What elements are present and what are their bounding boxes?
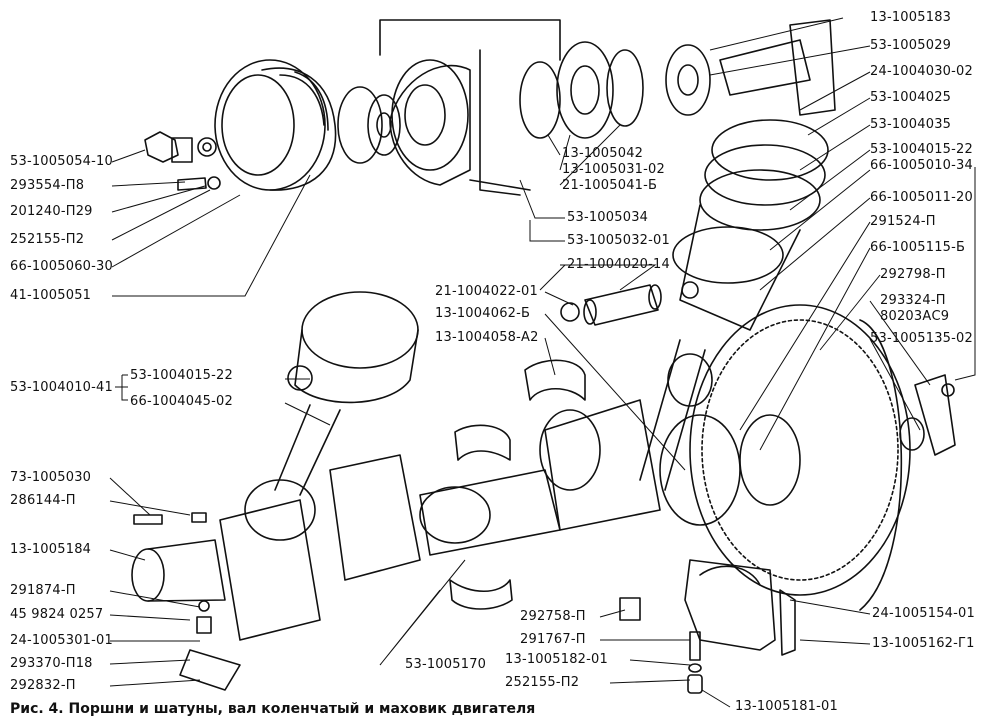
ratchet-nut: [144, 131, 221, 191]
front-oil-seal: [391, 59, 469, 171]
label-252155-p2-bottom: 252155-П2: [505, 675, 580, 690]
bearing-shell-upper: [524, 359, 586, 401]
leader-lines: [109, 17, 976, 708]
label-13-1005183: 13-1005183: [870, 10, 952, 25]
piston-upper: [672, 119, 829, 331]
label-53-1005029: 53-1005029: [870, 38, 952, 53]
label-13-1005031-02: 13-1005031-02: [562, 162, 665, 177]
label-53-1004035: 53-1004035: [870, 117, 952, 132]
main-bearing-cap: [684, 559, 796, 656]
label-80203ac9: 80203АС9: [880, 309, 950, 324]
flywheel: [689, 304, 911, 611]
key-and-bolts: [133, 374, 956, 694]
label-53-1005034: 53-1005034: [567, 210, 649, 225]
label-252155-p2-top: 252155-П2: [10, 232, 85, 247]
label-66-1004045-02: 66-1004045-02: [130, 394, 233, 409]
label-286144-p: 286144-П: [10, 493, 76, 508]
label-13-1005162-g1: 13-1005162-Г1: [872, 636, 975, 651]
label-53-1005135-02: 53-1005135-02: [870, 331, 973, 346]
label-45-9824-0257: 45 9824 0257: [10, 607, 104, 622]
engine-block: [379, 19, 561, 196]
pulley-hub: [337, 86, 401, 164]
label-53-1005032-01: 53-1005032-01: [567, 233, 670, 248]
label-21-1004020-14: 21-1004020-14: [567, 257, 670, 272]
label-201240-p29: 201240-П29: [10, 204, 93, 219]
label-66-1005010-34: 66-1005010-34: [870, 158, 973, 173]
label-293370-p18: 293370-П18: [10, 656, 93, 671]
timing-gear-stack: [519, 19, 836, 139]
label-53-1005054-10: 53-1005054-10: [10, 154, 113, 169]
label-73-1005030: 73-1005030: [10, 470, 92, 485]
label-13-1004058-a2: 13-1004058-А2: [435, 330, 539, 345]
crankshaft: [131, 399, 741, 641]
label-291524-p: 291524-П: [870, 214, 936, 229]
label-21-1004022-01: 21-1004022-01: [435, 284, 538, 299]
label-293554-p8: 293554-П8: [10, 178, 85, 193]
label-53-1005170: 53-1005170: [405, 657, 487, 672]
label-21-1005041-b: 21-1005041-Б: [562, 178, 658, 193]
label-13-1005182-01: 13-1005182-01: [505, 652, 608, 667]
label-292758-p: 292758-П: [520, 609, 586, 624]
label-66-1005115-b: 66-1005115-Б: [870, 240, 966, 255]
label-66-1005011-20: 66-1005011-20: [870, 190, 973, 205]
label-53-1004025: 53-1004025: [870, 90, 952, 105]
label-13-1005042: 13-1005042: [562, 146, 644, 161]
label-292832-p: 292832-П: [10, 678, 76, 693]
label-13-1004062-b: 13-1004062-Б: [435, 306, 531, 321]
label-66-1005060-30: 66-1005060-30: [10, 259, 113, 274]
figure-caption: Рис. 4. Поршни и шатуны, вал коленчатый …: [10, 701, 536, 717]
crankshaft-pulley: [214, 59, 337, 191]
label-291874-p: 291874-П: [10, 583, 76, 598]
label-13-1005181-01: 13-1005181-01: [735, 699, 838, 714]
label-24-1005301-01: 24-1005301-01: [10, 633, 113, 648]
piston-lower: [244, 291, 419, 541]
label-24-1004030-02: 24-1004030-02: [870, 64, 973, 79]
label-53-1004010-41: 53-1004010-41: [10, 380, 113, 395]
label-53-1004015-22-lower: 53-1004015-22: [130, 368, 233, 383]
label-291767-p: 291767-П: [520, 632, 586, 647]
label-292798-p: 292798-П: [880, 267, 946, 282]
label-293324-p: 293324-П: [880, 293, 946, 308]
label-41-1005051: 41-1005051: [10, 288, 92, 303]
bearing-shells-lower: [449, 424, 513, 610]
piston-pin: [560, 284, 662, 326]
connecting-rod: [639, 339, 713, 491]
label-13-1005184: 13-1005184: [10, 542, 92, 557]
label-53-1004015-22-upper: 53-1004015-22: [870, 142, 973, 157]
label-24-1005154-01: 24-1005154-01: [872, 606, 975, 621]
